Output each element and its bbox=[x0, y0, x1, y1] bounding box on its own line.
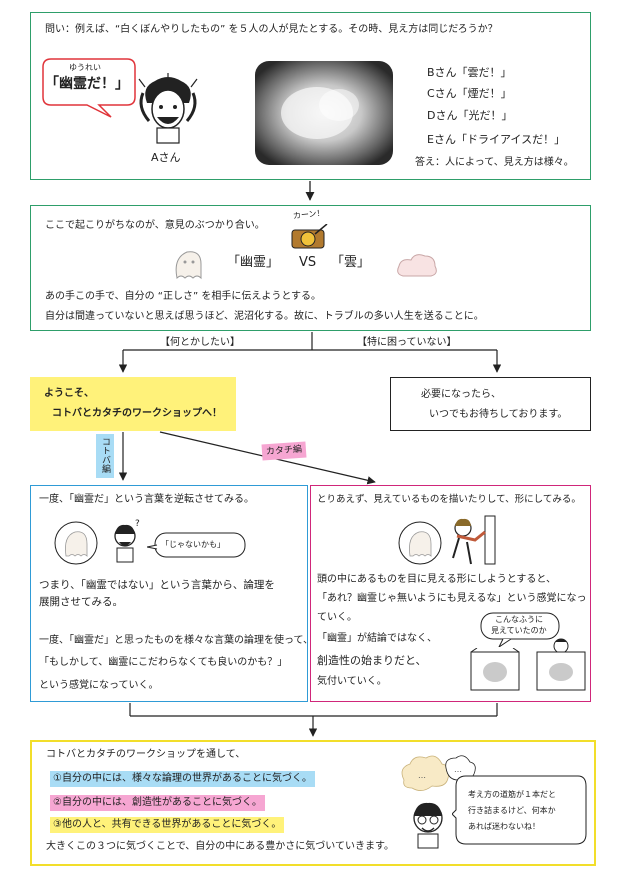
versus-mid: VS bbox=[299, 255, 317, 270]
summary-speech-bubble bbox=[452, 775, 587, 845]
branch-label-left: 【何とかしたい】 bbox=[160, 337, 240, 348]
kotoba-speech: 「じゃないかも」 bbox=[161, 540, 225, 549]
conflict-line-3: 自分は間違っていないと思えば思うほど、泥沼化する。故に、トラブルの多い人生を送る… bbox=[45, 311, 484, 322]
no-trouble-line-2: いつでもお待ちしております。 bbox=[429, 409, 568, 420]
bubble-text: 「幽霊だ！」 bbox=[45, 76, 129, 92]
branch-label-right: 【特に困っていない】 bbox=[357, 337, 457, 348]
svg-text:…: … bbox=[454, 765, 462, 774]
conflict-intro: ここで起こりがちなのが、意見のぶつかり合い。 bbox=[45, 220, 265, 231]
cloud-icon bbox=[397, 254, 437, 277]
thought-clouds-icon: … … bbox=[401, 755, 476, 791]
welcome-box: ようこそ、 コトバとカタチのワークショップへ！ bbox=[30, 377, 236, 431]
ghost-thought-icon bbox=[54, 521, 98, 565]
katachi-line-5: 「幽霊」が結論ではなく、 bbox=[317, 633, 437, 644]
ghost-icon bbox=[175, 251, 202, 280]
question-box: 問い：例えば、“白くぼんやりしたもの” を５人の人が見たとする。その時、見え方は… bbox=[30, 12, 591, 180]
speech-bubble bbox=[42, 58, 136, 118]
versus-right: 「雲」 bbox=[331, 255, 371, 270]
gong-icon bbox=[291, 224, 328, 249]
ghost-thought-icon-2 bbox=[398, 521, 442, 565]
tag-kotoba-label: コトバ編 bbox=[100, 437, 110, 473]
summary-point-2: ②自分の中には、創造性があることに気づく。 bbox=[50, 795, 265, 811]
katachi-line-3: 「あれ？幽霊じゃ無いようにも見えるな」という感覚になっ bbox=[317, 593, 587, 604]
no-trouble-line-1: 必要になったら、 bbox=[421, 389, 501, 400]
drawing-left-icon bbox=[470, 648, 520, 691]
conclusion-text: 答え：人によって、見え方は様々。 bbox=[415, 157, 574, 168]
summary-closing: 大きくこの３つに気づくことで、自分の中にある豊かさに気づいていきます。 bbox=[46, 841, 394, 852]
summary-side-b: 行き詰まるけど、何本か bbox=[468, 806, 556, 815]
katachi-line-6: 創造性の始まりだと、 bbox=[317, 654, 427, 667]
no-trouble-box: 必要になったら、 いつでもお待ちしております。 bbox=[390, 377, 591, 431]
kotoba-line-3: 展開させてみる。 bbox=[39, 596, 123, 608]
thinking-person-icon: ? bbox=[114, 519, 140, 563]
katachi-line-4: ていく。 bbox=[317, 612, 357, 623]
katachi-line-7: 気付いていく。 bbox=[317, 676, 387, 687]
summary-side-c: あれば迷わないね！ bbox=[468, 822, 540, 831]
person-a-label: Aさん bbox=[151, 151, 181, 164]
svg-text:…: … bbox=[418, 771, 426, 780]
painter-icon bbox=[452, 515, 496, 565]
summary-point-1: ①自分の中には、様々な論理の世界があることに気づく。 bbox=[50, 771, 315, 787]
svg-text:?: ? bbox=[135, 519, 140, 529]
summary-box: コトバとカタチのワークショップを通して、 ①自分の中には、様々な論理の世界がある… bbox=[30, 740, 596, 866]
conflict-line-2: あの手この手で、自分の “正しさ” を相手に伝えようとする。 bbox=[45, 291, 322, 302]
gong-sound: カーン！ bbox=[292, 208, 325, 221]
summary-intro: コトバとカタチのワークショップを通して、 bbox=[46, 749, 246, 760]
kotoba-line-6: という感覚になっていく。 bbox=[39, 680, 159, 691]
kotoba-line-2: つまり、「幽霊ではない」という言葉から、論理を bbox=[39, 579, 275, 591]
person-a-icon bbox=[138, 73, 198, 144]
question-text: 問い：例えば、“白くぼんやりしたもの” を５人の人が見たとする。その時、見え方は… bbox=[45, 24, 498, 35]
answer-c: Cさん「煙だ！」 bbox=[427, 87, 512, 100]
kotoba-line-5: 「もしかして、幽霊にこだわらなくても良いのかも？」 bbox=[39, 657, 288, 668]
kotoba-speech-bubble bbox=[147, 532, 246, 558]
kotoba-box: 一度、「幽霊だ」という言葉を逆転させてみる。 ? 「じゃないかも」 つまり、「幽… bbox=[30, 485, 313, 702]
tag-kotoba: コトバ編 bbox=[96, 434, 114, 478]
katachi-speech-bubble bbox=[480, 612, 560, 647]
summary-point-3: ③他の人と、共有できる世界があることに気づく。 bbox=[50, 817, 285, 833]
katachi-box: とりあえず、見えているものを描いたりして、形にしてみる。 頭の中にあるものを目に… bbox=[310, 485, 591, 702]
versus-left: 「幽霊」 bbox=[227, 255, 280, 270]
answer-b: Bさん「雲だ！」 bbox=[427, 66, 512, 79]
kotoba-line-1: 一度、「幽霊だ」という言葉を逆転させてみる。 bbox=[39, 494, 254, 505]
thinker-icon bbox=[413, 802, 443, 849]
katachi-line-2: 頭の中にあるものを目に見える形にしようとすると、 bbox=[317, 574, 556, 585]
katachi-speech-b: 見えていたのか bbox=[491, 626, 547, 635]
answer-d: Dさん「光だ！」 bbox=[427, 109, 513, 122]
welcome-line-2: コトバとカタチのワークショップへ！ bbox=[52, 408, 222, 419]
welcome-line-1: ようこそ、 bbox=[44, 388, 94, 399]
summary-side-a: 考え方の道筋が１本だと bbox=[468, 790, 556, 799]
drawing-right-icon bbox=[536, 638, 586, 691]
katachi-line-1: とりあえず、見えているものを描いたりして、形にしてみる。 bbox=[317, 494, 581, 505]
ambiguous-white-image bbox=[255, 61, 393, 165]
answer-e: Eさん「ドライアイスだ！」 bbox=[427, 133, 566, 146]
kotoba-line-4: 一度、「幽霊だ」と思ったものを様々な言葉の論理を使って、 bbox=[39, 635, 313, 646]
tag-katachi: カタチ編 bbox=[261, 441, 307, 461]
katachi-speech-a: こんなふうに bbox=[495, 615, 543, 624]
conflict-box: ここで起こりがちなのが、意見のぶつかり合い。 カーン！ 「幽霊」 VS 「雲」 … bbox=[30, 205, 591, 331]
bubble-ruby: ゆうれい bbox=[69, 63, 101, 72]
